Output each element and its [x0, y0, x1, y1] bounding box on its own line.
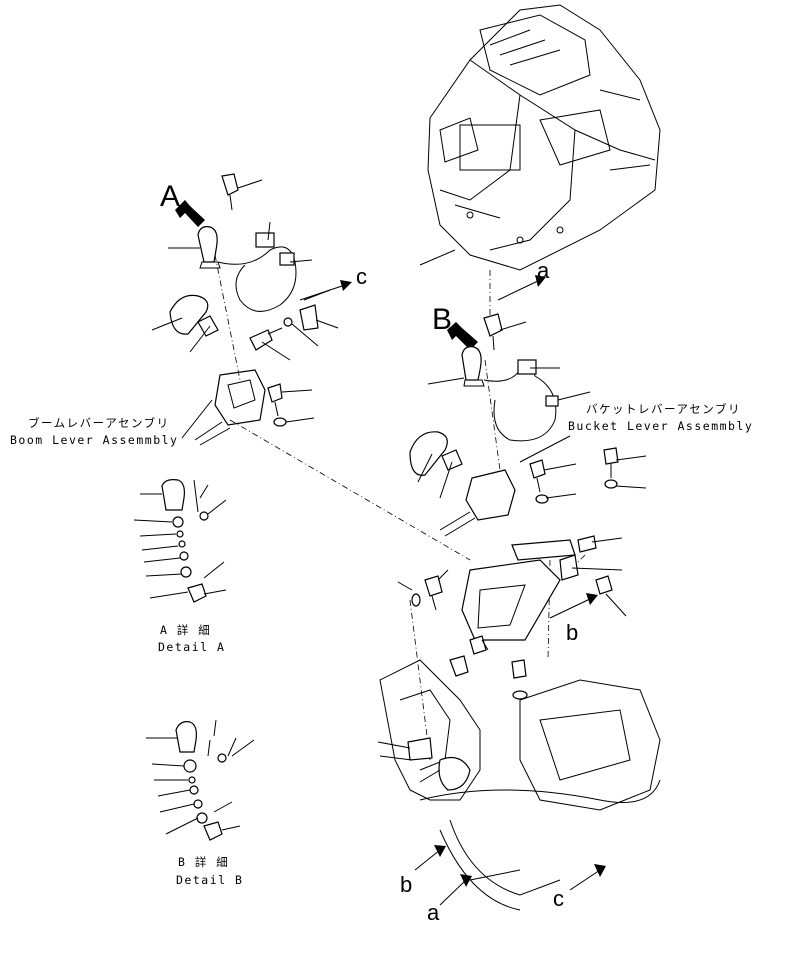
- view-a-arrow: [175, 200, 205, 227]
- cab-console: [419, 4, 661, 271]
- floor-frame: [377, 659, 661, 911]
- ref-a-bottom: a: [427, 900, 440, 925]
- bucket-label-jp: バケットレバーアセンブリ: [586, 402, 741, 416]
- detail-a-title-en: Detail A: [158, 640, 225, 654]
- boom-label-jp: ブームレバーアセンブリ: [28, 416, 170, 430]
- detail-a-parts: [133, 479, 227, 603]
- detail-b-parts: [146, 719, 255, 841]
- ref-a-top: a: [537, 258, 550, 283]
- bucket-label-en: Bucket Lever Assemmbly: [568, 419, 753, 433]
- ref-c-top: c: [356, 264, 367, 289]
- bucket-lever-group: [409, 313, 647, 537]
- reference-arrows: [299, 275, 606, 906]
- boom-label-en: Boom Lever Assemmbly: [10, 433, 178, 447]
- view-a-callout: A: [160, 180, 180, 213]
- view-b-callout: B: [432, 303, 452, 336]
- detail-b-title-en: Detail B: [176, 873, 243, 887]
- detail-b-title-jp: B 詳 細: [178, 855, 229, 869]
- ref-b-bottom: b: [400, 872, 412, 897]
- lever-bracket: [397, 535, 627, 700]
- ref-b-mid: b: [566, 620, 578, 645]
- boom-lever-group: [151, 173, 339, 446]
- detail-a-title-jp: A 詳 細: [160, 623, 211, 637]
- ref-c-bottom: c: [553, 886, 564, 911]
- view-b-arrow: [447, 322, 478, 350]
